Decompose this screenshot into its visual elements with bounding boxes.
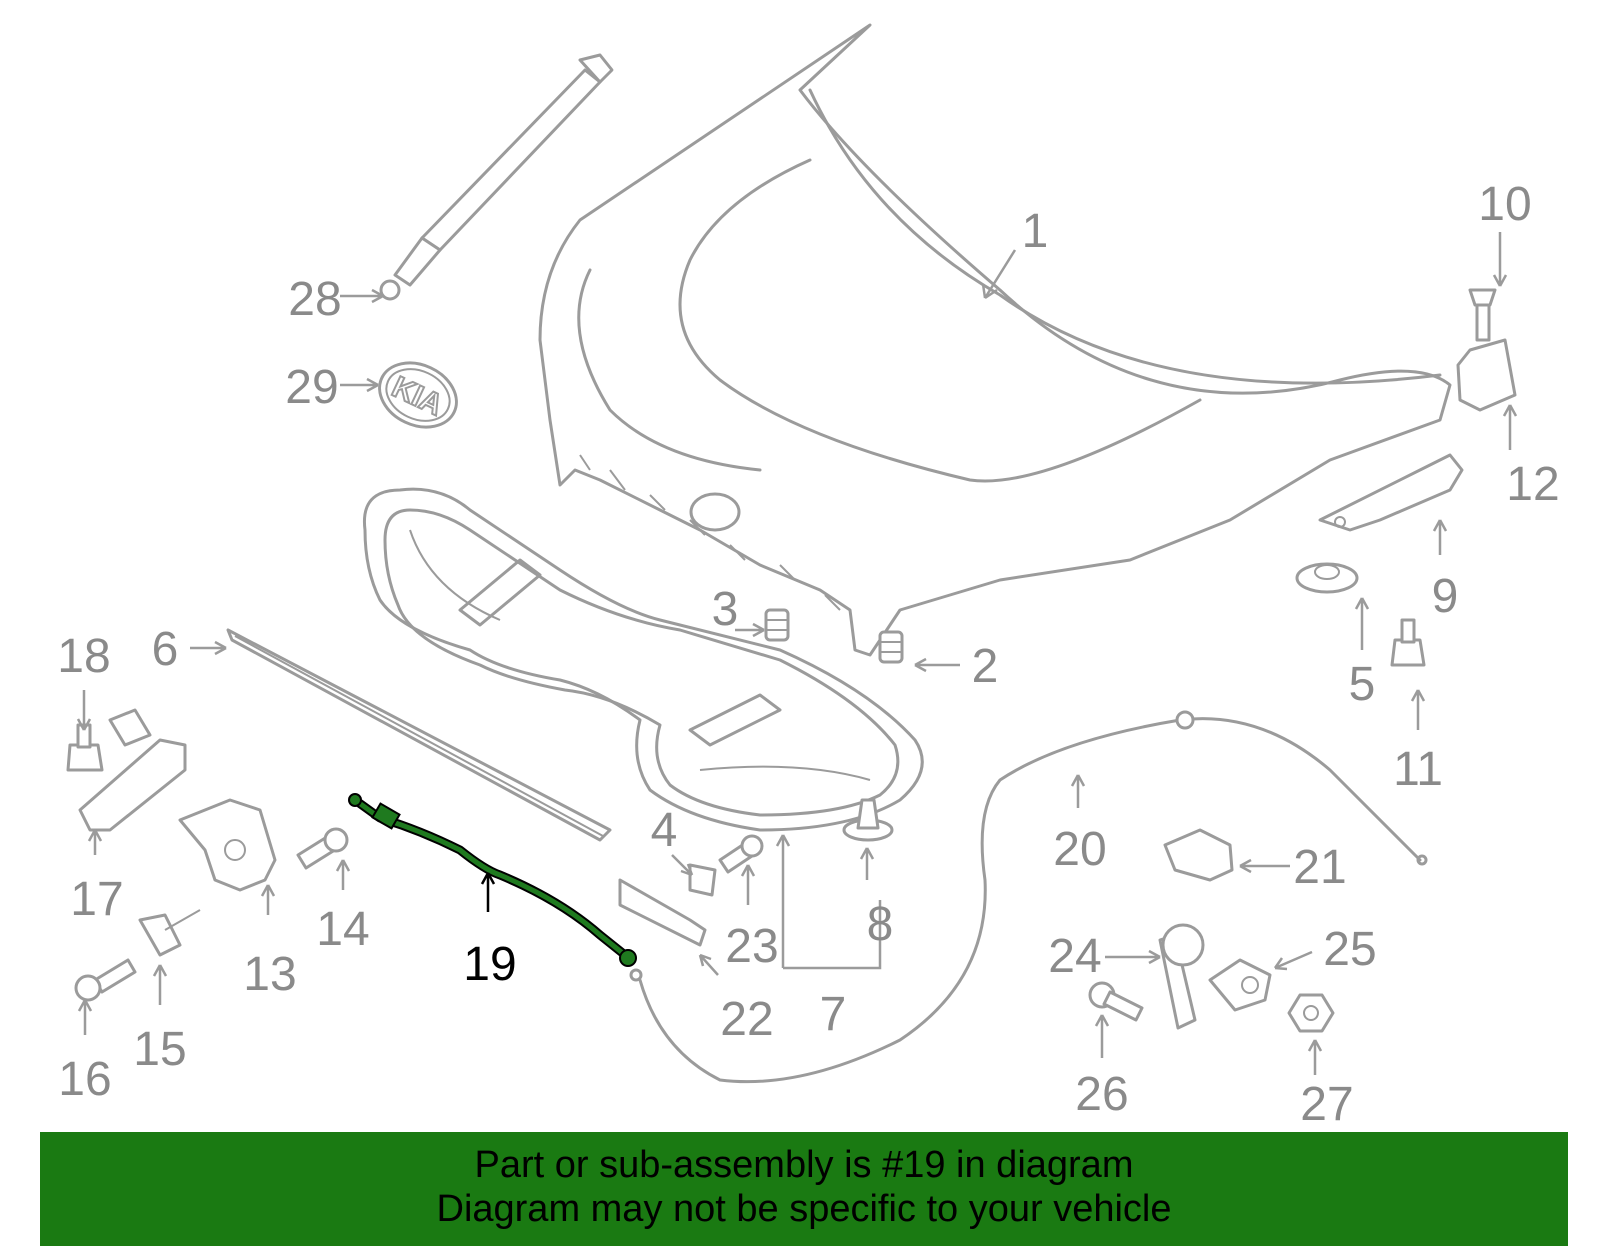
callout-9: 9: [1432, 570, 1459, 623]
hood-weatherstrip: [226, 628, 612, 842]
callout-16: 16: [58, 1053, 111, 1106]
bumper-stop-3: [764, 608, 790, 642]
callout-29: 29: [285, 361, 338, 414]
banner-line-1: Part or sub-assembly is #19 in diagram: [474, 1144, 1134, 1186]
bolt-11: [1390, 618, 1426, 667]
callout-7: 7: [820, 988, 847, 1041]
cable-clip-21: [1163, 828, 1234, 882]
bracket-15: [138, 909, 201, 957]
bolt-18: [66, 723, 104, 772]
callout-18: 18: [57, 630, 110, 683]
callout-23: 23: [725, 920, 778, 973]
callout-6: 6: [152, 623, 179, 676]
callout-15: 15: [133, 1023, 186, 1076]
callout-12: 12: [1506, 458, 1559, 511]
callout-26: 26: [1075, 1068, 1128, 1121]
callout-4: 4: [651, 804, 678, 857]
callout-14: 14: [316, 903, 369, 956]
nut-27: [1287, 993, 1335, 1033]
lever-bracket-25: [1208, 958, 1272, 1012]
callout-13: 13: [243, 948, 296, 1001]
callout-2: 2: [972, 640, 999, 693]
hood-hinge-9: [1318, 453, 1464, 532]
grommet-5: [1295, 562, 1359, 594]
highlighted-part-19: [348, 793, 637, 967]
release-lever-24: [1158, 923, 1205, 1030]
bolt-16: [74, 958, 137, 1002]
info-banner: Part or sub-assembly is #19 in diagram D…: [40, 1132, 1568, 1246]
callout-28: 28: [288, 273, 341, 326]
hood-insulator: [362, 487, 924, 832]
bumper-stop-2: [878, 630, 904, 664]
bolt-26: [1088, 981, 1144, 1022]
latch-support-22: [618, 878, 707, 947]
callout-21: 21: [1293, 841, 1346, 894]
hood-panel: [538, 23, 1452, 657]
push-clip-8: [842, 798, 894, 842]
banner-line-2: Diagram may not be specific to your vehi…: [436, 1188, 1172, 1230]
parts-diagram: KIA: [57, 23, 1560, 1130]
hinge-bracket-12: [1456, 338, 1517, 412]
callout-labels: 1 2 3 4 5 6 7 8 9 10 11 12 13 14 15 16 1…: [57, 178, 1559, 1130]
bolt-10: [1468, 288, 1497, 342]
callout-24: 24: [1048, 930, 1101, 983]
release-cable-20: [629, 710, 1428, 1084]
callout-1: 1: [1022, 205, 1049, 258]
callout-11: 11: [1393, 743, 1443, 796]
clip-4: [688, 863, 717, 897]
callout-8: 8: [867, 898, 894, 951]
callout-10: 10: [1478, 178, 1531, 231]
kia-emblem: KIA: [378, 361, 458, 429]
callout-27: 27: [1300, 1078, 1353, 1130]
callout-25: 25: [1323, 923, 1376, 976]
bolt-14: [296, 827, 349, 870]
callout-3: 3: [712, 583, 739, 636]
callout-arrows: [76, 232, 1518, 1075]
hood-latch-13: [178, 798, 277, 892]
release-handle-17: [78, 708, 187, 832]
callout-20: 20: [1053, 823, 1106, 876]
callout-17: 17: [70, 873, 123, 926]
bolt-23: [718, 834, 764, 874]
lift-support-strut: [379, 53, 614, 301]
callout-22: 22: [720, 993, 773, 1046]
callout-19: 19: [463, 938, 516, 991]
callout-5: 5: [1349, 658, 1376, 711]
